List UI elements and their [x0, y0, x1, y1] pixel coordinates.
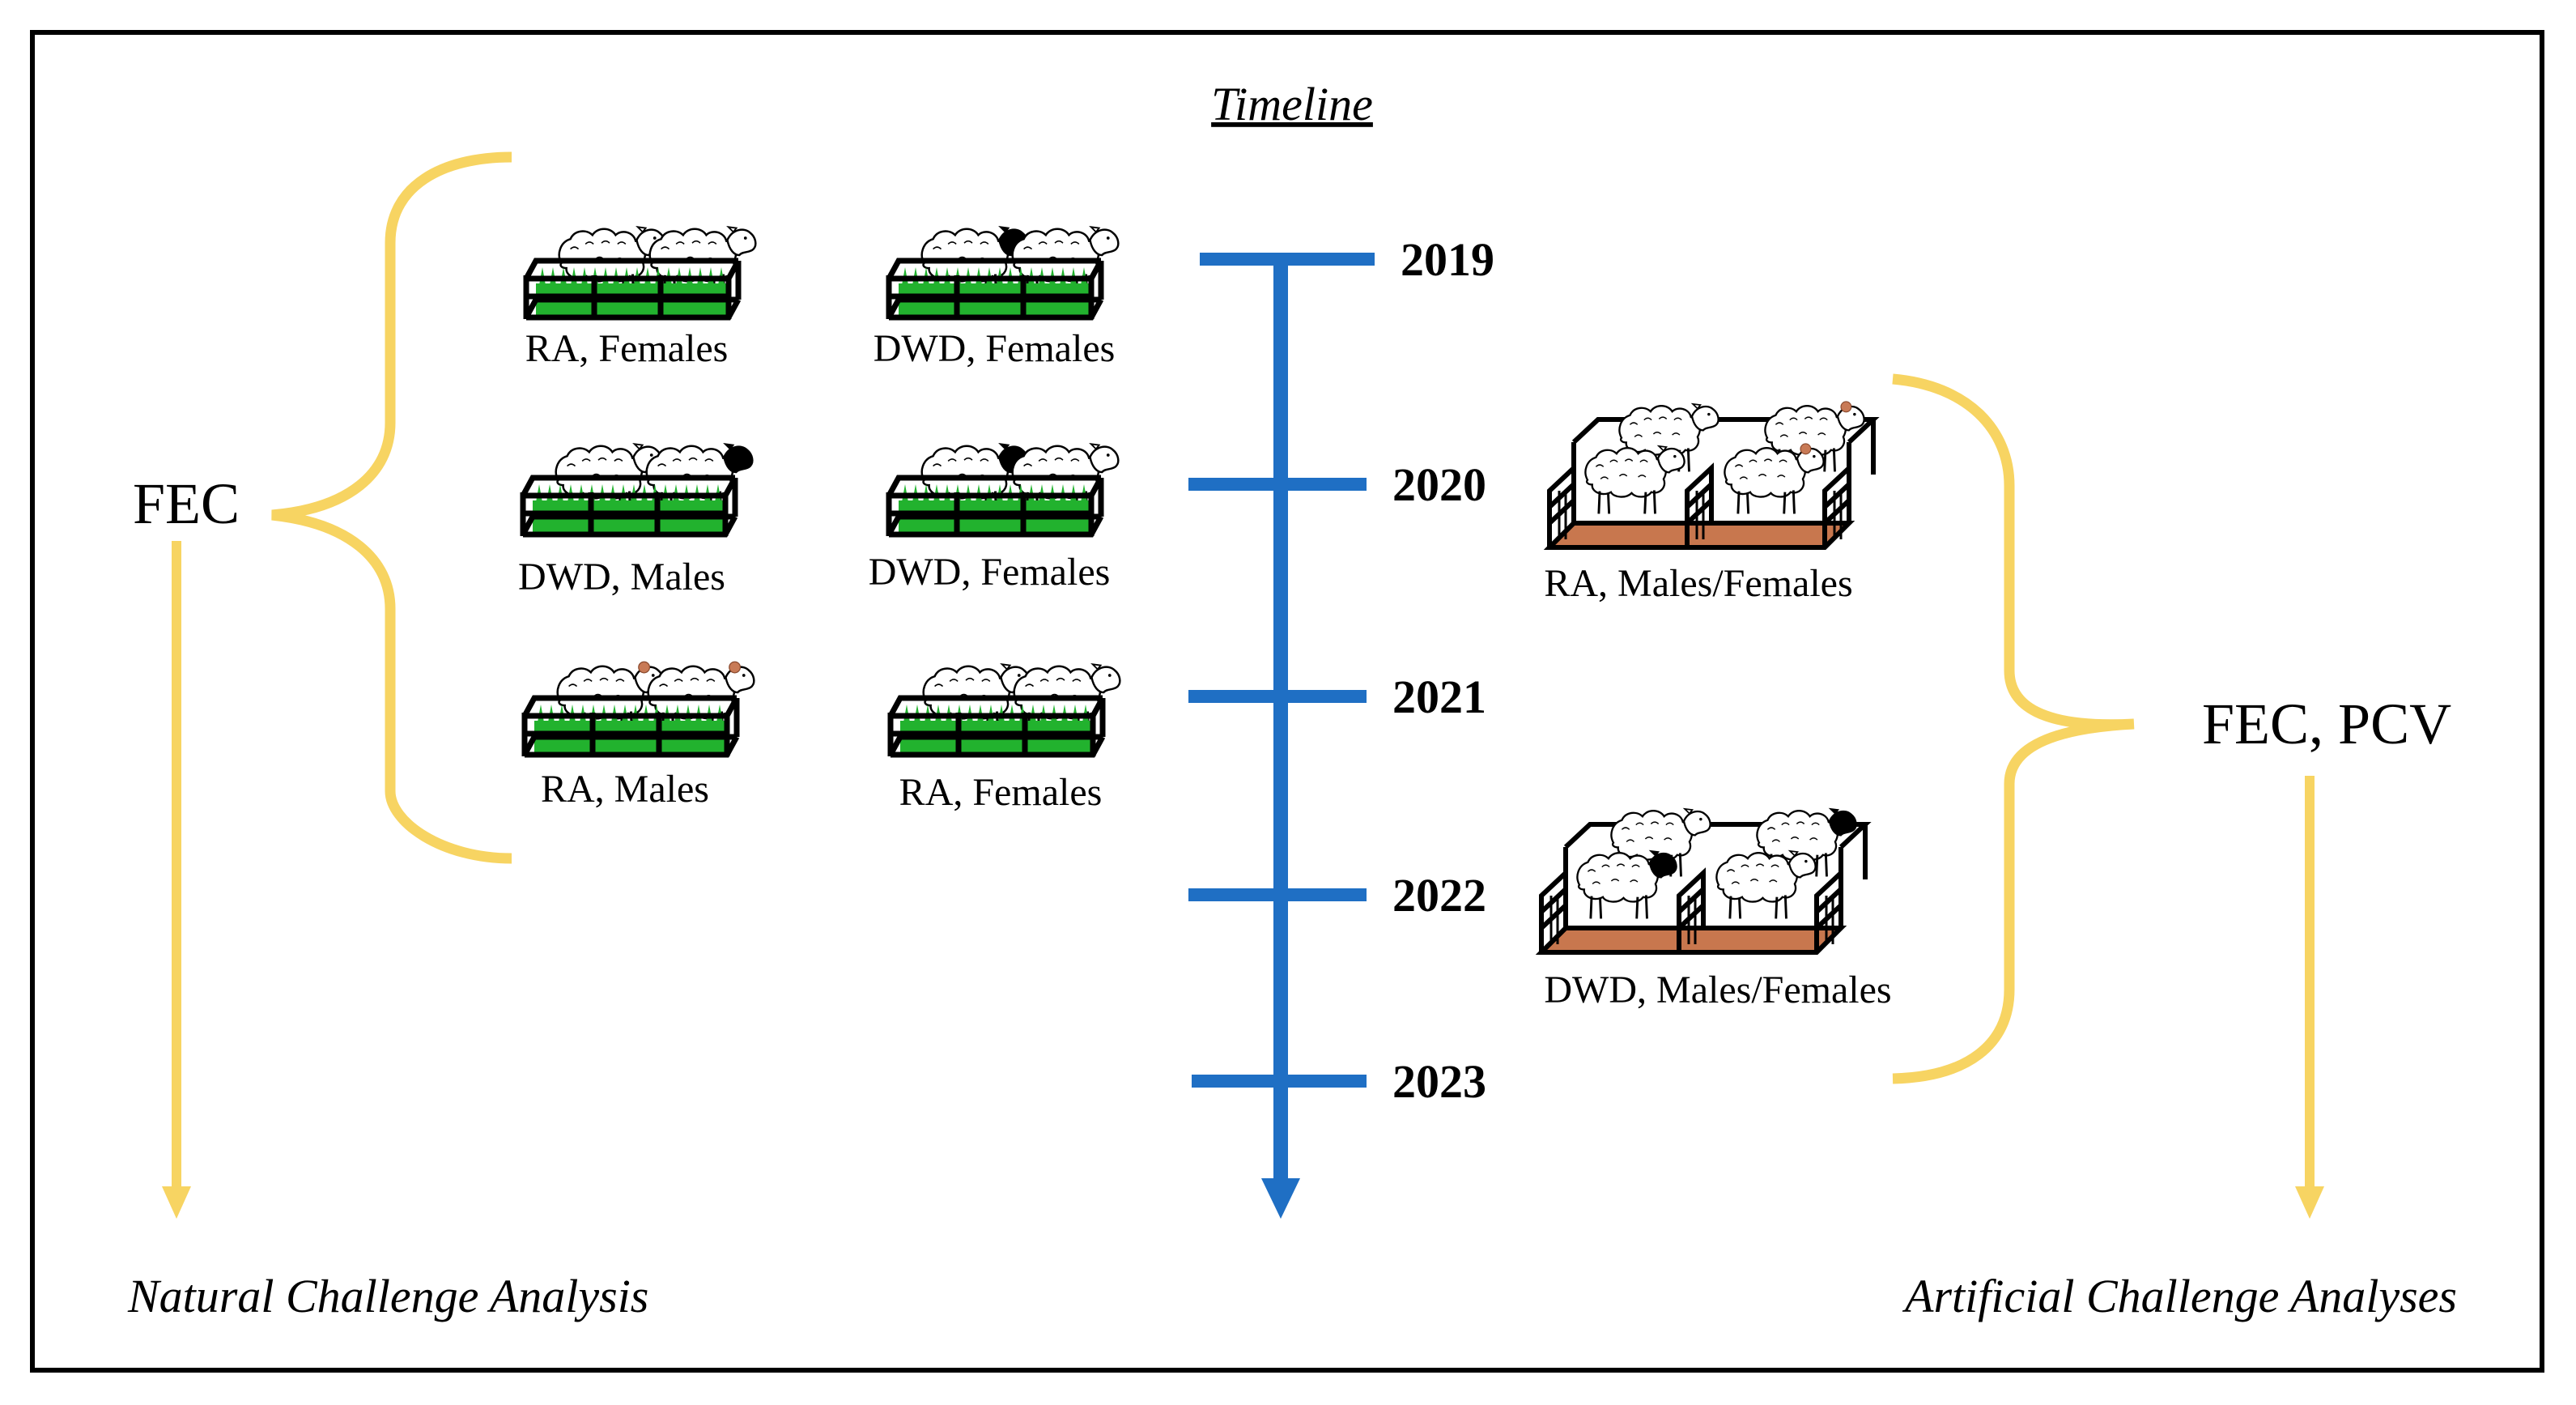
pen-label: RA, Males/Females [1544, 562, 1852, 605]
timeline-axis [1261, 256, 1300, 1219]
pen-label: DWD, Males/Females [1544, 969, 1891, 1011]
pen-label: RA, Females [525, 327, 729, 370]
artificial-measure: FEC, PCV [2202, 692, 2451, 756]
pen-label: RA, Males [541, 768, 709, 811]
sheep-icon [1577, 851, 1676, 919]
year-label: 2023 [1392, 1055, 1486, 1108]
pasture-pen: RA, Females [523, 227, 756, 370]
artificial-arrowhead [2295, 1186, 2324, 1219]
natural-arrowhead [162, 1186, 191, 1219]
artificial-analysis-label: Artificial Challenge Analyses [1902, 1270, 2457, 1322]
year-label: 2021 [1392, 671, 1486, 723]
year-label: 2022 [1392, 869, 1486, 922]
sheep-icon [1585, 446, 1684, 514]
timeline-arrowhead [1261, 1178, 1300, 1219]
pasture-pen: RA, Females [887, 664, 1120, 814]
pen-label: RA, Females [899, 771, 1103, 814]
soil-floor [1541, 928, 1841, 952]
natural-analysis-label: Natural Challenge Analysis [127, 1270, 648, 1322]
pasture-pen: DWD, Males [518, 444, 752, 598]
year-label: 2019 [1401, 233, 1494, 286]
soil-floor [1549, 523, 1849, 547]
pen-label: DWD, Females [869, 551, 1111, 594]
sheep-icon [1724, 444, 1823, 513]
year-label: 2020 [1392, 458, 1486, 511]
pen-label: DWD, Females [874, 327, 1116, 370]
pasture-pen: RA, Males [521, 662, 754, 811]
gate-rails [1539, 867, 1843, 952]
pasture-pen: DWD, Females [874, 227, 1119, 370]
natural-measure: FEC [133, 471, 240, 536]
sheep-icon [1716, 851, 1815, 919]
gate-rails [1547, 462, 1851, 547]
figure-border [30, 30, 2544, 1373]
pen-label: DWD, Males [518, 556, 725, 598]
artificial-bracket [1892, 373, 2135, 1084]
pasture-pen: DWD, Females [869, 444, 1119, 594]
natural-bracket [271, 151, 512, 864]
indoor-pen: DWD, Males/Females [1535, 809, 1892, 1011]
timeline-title: Timeline [1211, 78, 1373, 130]
indoor-pen: RA, Males/Females [1543, 402, 1880, 605]
